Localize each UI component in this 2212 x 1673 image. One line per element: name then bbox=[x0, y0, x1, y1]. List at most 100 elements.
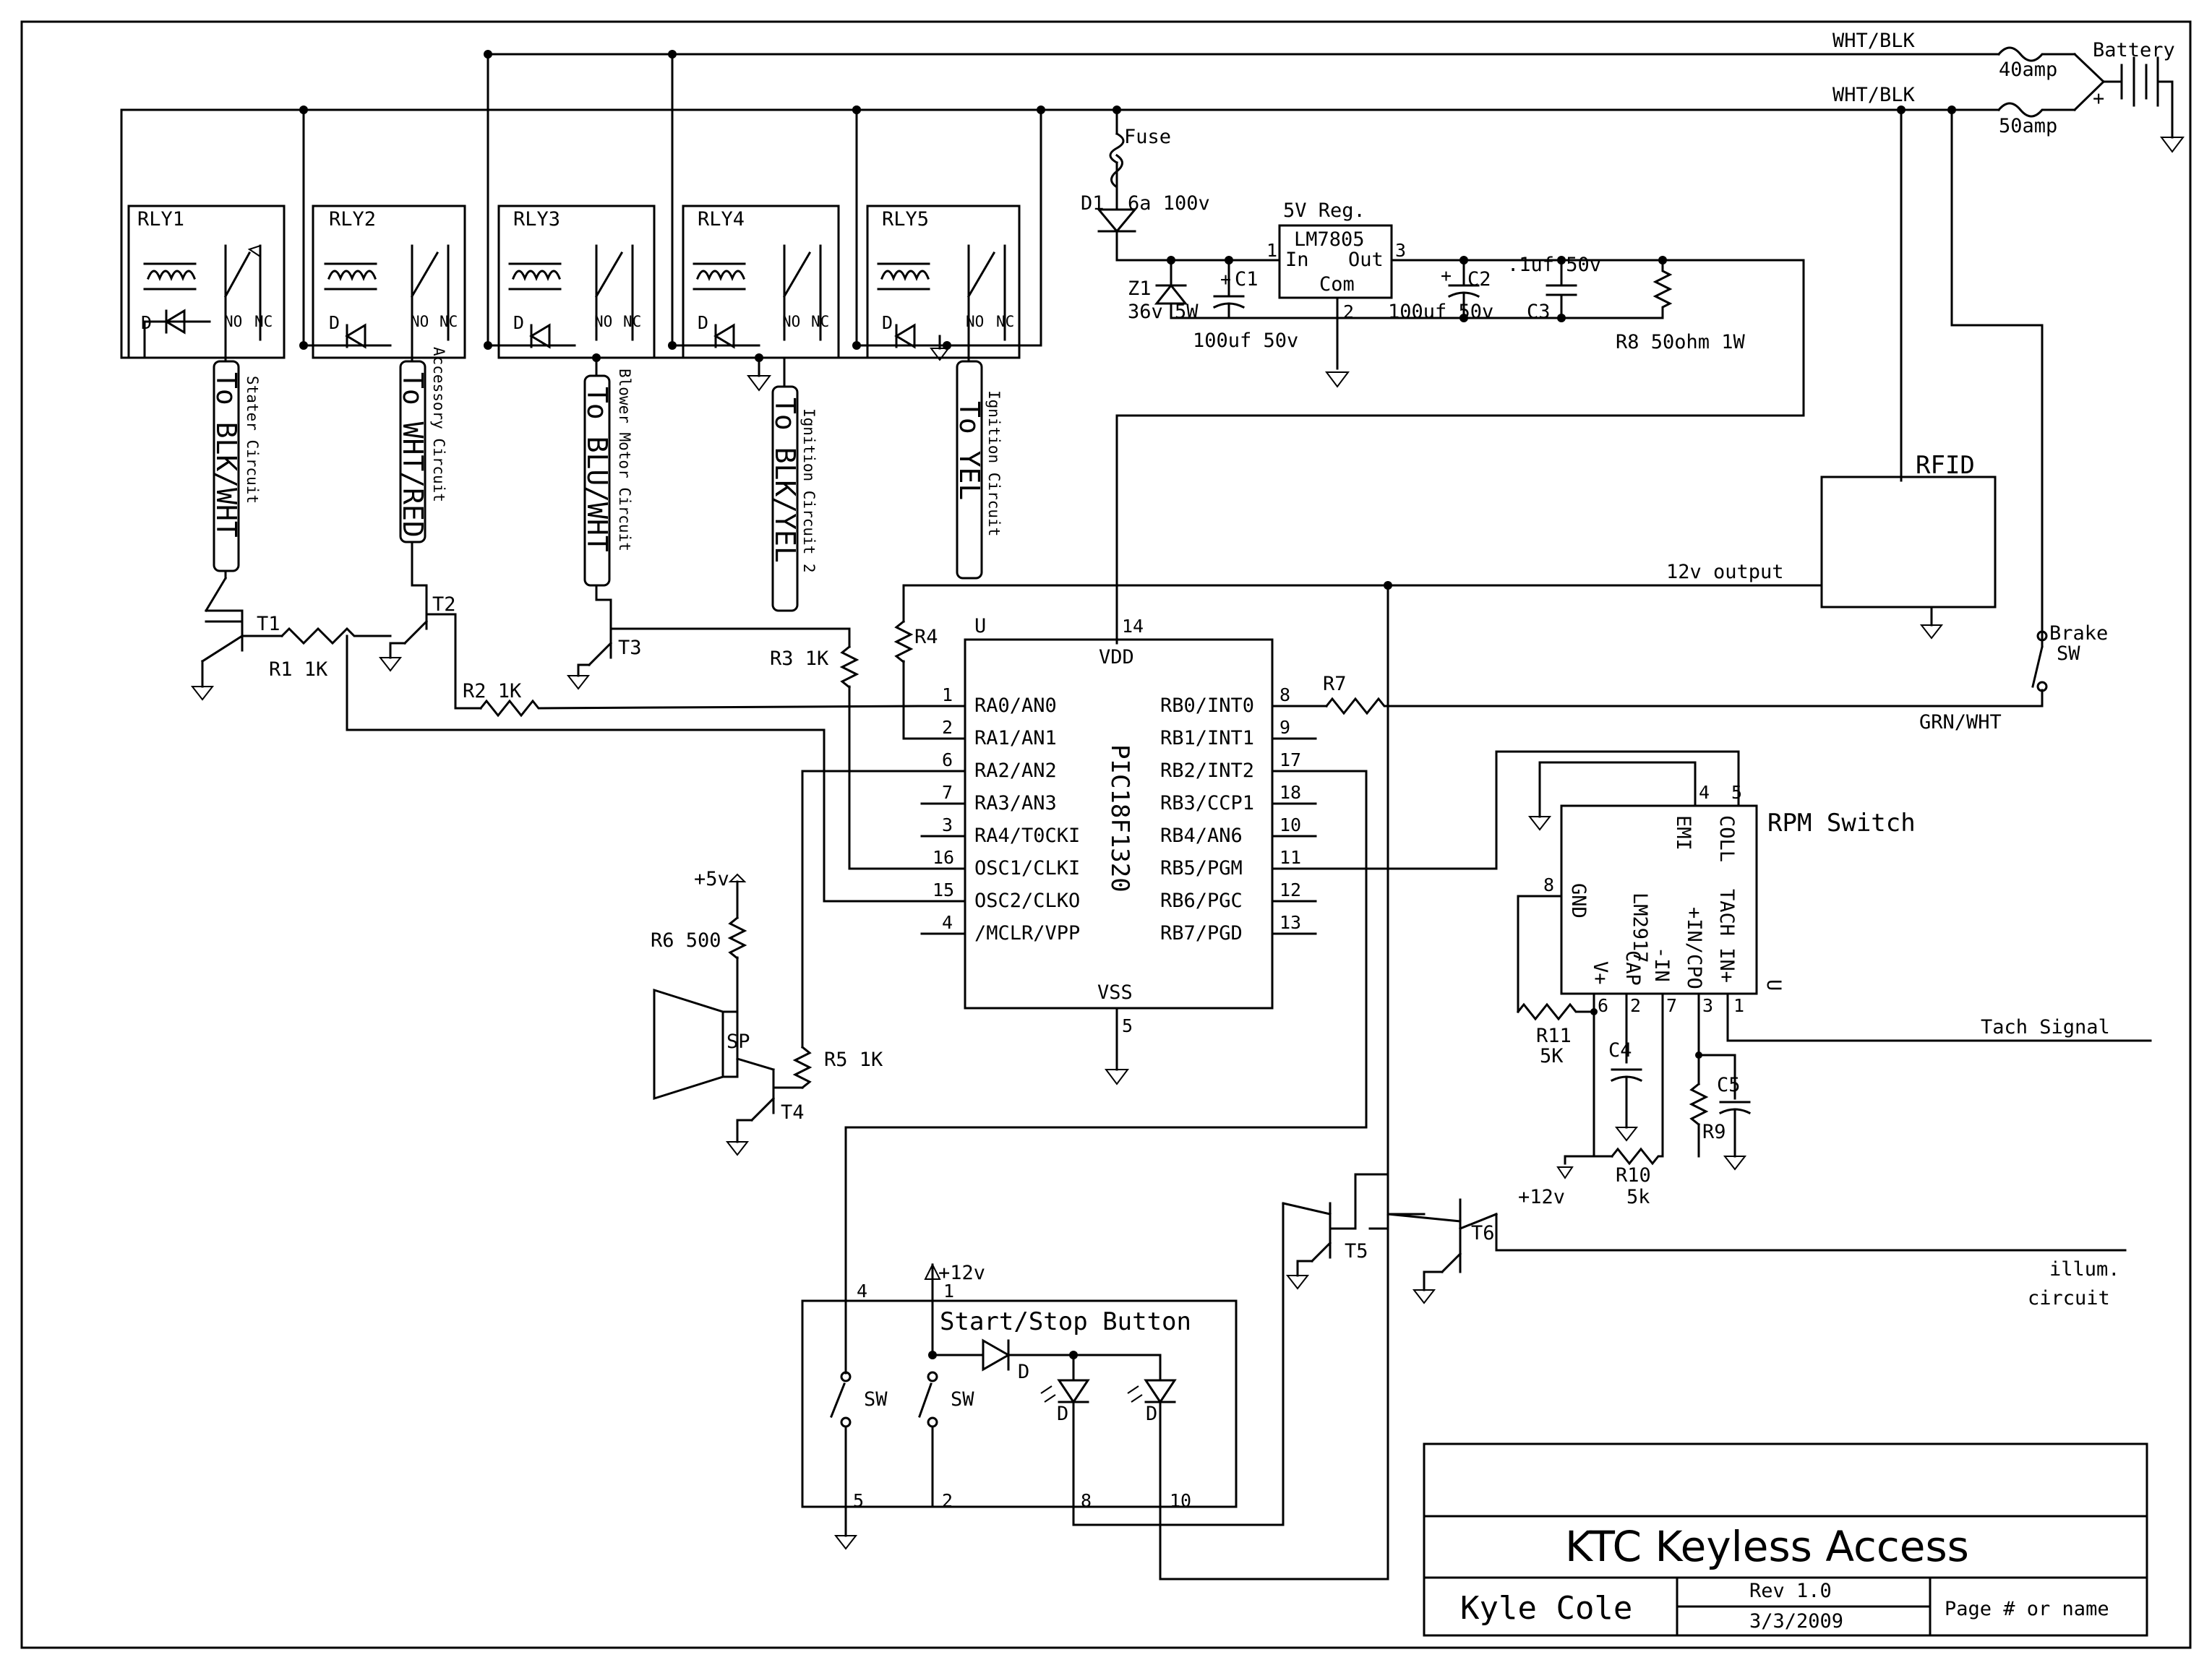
c3-label: C3 bbox=[1527, 301, 1551, 323]
driver-transistors bbox=[190, 541, 1392, 903]
wire-label-top: WHT/BLK bbox=[1832, 30, 1916, 52]
mcu-pin-name: RB1/INT1 bbox=[1160, 727, 1254, 749]
regulator-pin3: 3 bbox=[1395, 240, 1406, 261]
relay-2-label: RLY2 bbox=[329, 208, 376, 231]
relay-5-nc: NC bbox=[996, 313, 1014, 330]
harness-1-tag: To BLK/WHT bbox=[210, 372, 242, 538]
mcu-vdd-pin: 14 bbox=[1122, 616, 1144, 637]
r9-label: R9 bbox=[1702, 1121, 1726, 1143]
r11-value: 5K bbox=[1540, 1045, 1564, 1067]
relay-2-diode: D bbox=[329, 312, 340, 333]
start-stop-button bbox=[801, 1263, 1238, 1580]
relay-4-no: NO bbox=[782, 313, 800, 330]
mcu-pin-name: RB7/PGD bbox=[1160, 922, 1243, 945]
title-block-title: KTC Keyless Access bbox=[1565, 1522, 1969, 1571]
regulator-part: LM7805 bbox=[1294, 228, 1365, 251]
title-block bbox=[1423, 1442, 2148, 1637]
r6-label: R6 500 bbox=[651, 929, 721, 952]
button-sw-1: SW bbox=[864, 1388, 888, 1411]
mcu-pin-name: RA0/AN0 bbox=[974, 694, 1057, 717]
relay-4-label: RLY4 bbox=[698, 208, 745, 231]
regulator-out: Out bbox=[1348, 249, 1384, 271]
regulator-title: 5V Reg. bbox=[1283, 199, 1366, 222]
title-block-rev: Rev 1.0 bbox=[1749, 1580, 1832, 1602]
mcu-ref: U bbox=[974, 615, 986, 637]
illum-line2: circuit bbox=[2028, 1287, 2110, 1309]
rpm-title: RPM Switch bbox=[1767, 809, 1916, 838]
rfid-output: 12v output bbox=[1666, 561, 1784, 583]
mcu-pin-num: 12 bbox=[1279, 879, 1301, 900]
r8-label: R8 50ohm 1W bbox=[1616, 331, 1746, 353]
brake-sw-label: SW bbox=[2057, 642, 2080, 665]
mcu-body bbox=[964, 638, 1274, 1085]
regulator-in: In bbox=[1285, 249, 1309, 271]
harness-2-tag: To WHT/RED bbox=[397, 372, 429, 538]
mcu-pin-num: 10 bbox=[1279, 814, 1301, 835]
r5-label: R5 1K bbox=[824, 1049, 883, 1071]
mcu-pin-name: RA1/AN1 bbox=[974, 727, 1057, 749]
button-pin-5: 5 bbox=[853, 1490, 864, 1511]
mcu-pin-num: 15 bbox=[933, 879, 954, 900]
mcu-pin-num: 7 bbox=[942, 782, 953, 803]
relay-4 bbox=[671, 205, 840, 359]
t5-t6-circuit bbox=[844, 770, 2127, 1580]
relay-2-no: NO bbox=[411, 313, 429, 330]
c3-value: .1uf 50v bbox=[1507, 254, 1601, 276]
relay-1-nc: NC bbox=[254, 313, 273, 330]
harness-3-desc: Blower Motor Circuit bbox=[616, 369, 633, 551]
speaker-label: SP bbox=[726, 1031, 750, 1053]
button-12v: +12v bbox=[938, 1262, 985, 1284]
mcu-left-pins bbox=[920, 705, 966, 935]
r1-label: R1 1K bbox=[269, 658, 328, 681]
mcu-pin-name: RB4/AN6 bbox=[1160, 825, 1243, 847]
regulator-com: Com bbox=[1319, 273, 1355, 296]
button-title: Start/Stop Button bbox=[940, 1307, 1191, 1336]
relay-1-label: RLY1 bbox=[137, 208, 184, 231]
title-block-date: 3/3/2009 bbox=[1749, 1610, 1843, 1633]
regulator-circuit bbox=[1096, 132, 1805, 645]
title-block-page: Page # or name bbox=[1945, 1598, 2109, 1620]
relay-4-nc: NC bbox=[811, 313, 829, 330]
r3-label: R3 1K bbox=[770, 648, 829, 670]
mcu-pin-num: 11 bbox=[1279, 847, 1301, 868]
button-pin-10: 10 bbox=[1170, 1490, 1191, 1511]
harness-4-tag: To BLK/YEL bbox=[769, 397, 801, 563]
mcu-pin-name: RB2/INT2 bbox=[1160, 760, 1254, 782]
rpm-pin-num: 1 bbox=[1733, 995, 1744, 1016]
t1-label: T1 bbox=[257, 613, 280, 635]
illum-line1: illum. bbox=[2049, 1258, 2120, 1281]
relay-2 bbox=[302, 205, 466, 359]
button-diode-label: D bbox=[1018, 1361, 1029, 1383]
rpm-pin-num: 8 bbox=[1543, 874, 1554, 895]
wire-label-second: WHT/BLK bbox=[1832, 84, 1916, 106]
grn-wht-label: GRN/WHT bbox=[1919, 711, 2002, 734]
speaker-circuit bbox=[653, 770, 923, 1156]
r11-label: R11 bbox=[1536, 1025, 1572, 1047]
rpm-pin-label: +IN/CPO bbox=[1683, 907, 1705, 989]
t3-label: T3 bbox=[618, 637, 642, 659]
mcu-pin-name: RB0/INT0 bbox=[1160, 694, 1254, 717]
rfid-circuit bbox=[1314, 476, 2048, 1230]
rpm-ref: U bbox=[1762, 979, 1785, 991]
relay-bank bbox=[120, 108, 1042, 392]
r10-label: R10 bbox=[1616, 1164, 1651, 1187]
r2-label: R2 1K bbox=[463, 680, 522, 702]
relay-1 bbox=[127, 205, 286, 359]
fuse-label: Fuse bbox=[1124, 126, 1171, 148]
relay-2-nc: NC bbox=[440, 313, 458, 330]
mcu-pin-name: RA2/AN2 bbox=[974, 760, 1057, 782]
rpm-pin-label: V+ bbox=[1589, 961, 1611, 985]
mcu-pin-num: 17 bbox=[1279, 749, 1301, 770]
rpm-pin-num: 5 bbox=[1731, 782, 1742, 803]
rpm-pin-num: 2 bbox=[1630, 995, 1641, 1016]
mcu-vss: VSS bbox=[1097, 981, 1133, 1004]
mcu-pin-name: /MCLR/VPP bbox=[974, 922, 1080, 945]
r10-value: 5k bbox=[1626, 1186, 1650, 1208]
button-led-1-label: D bbox=[1057, 1403, 1068, 1425]
mcu-pin-num: 3 bbox=[942, 814, 953, 835]
rpm-part: LM2917 bbox=[1629, 893, 1651, 963]
c5-label: C5 bbox=[1717, 1074, 1741, 1096]
relay-1-no: NO bbox=[224, 313, 242, 330]
c2-label: C2 bbox=[1467, 268, 1491, 291]
